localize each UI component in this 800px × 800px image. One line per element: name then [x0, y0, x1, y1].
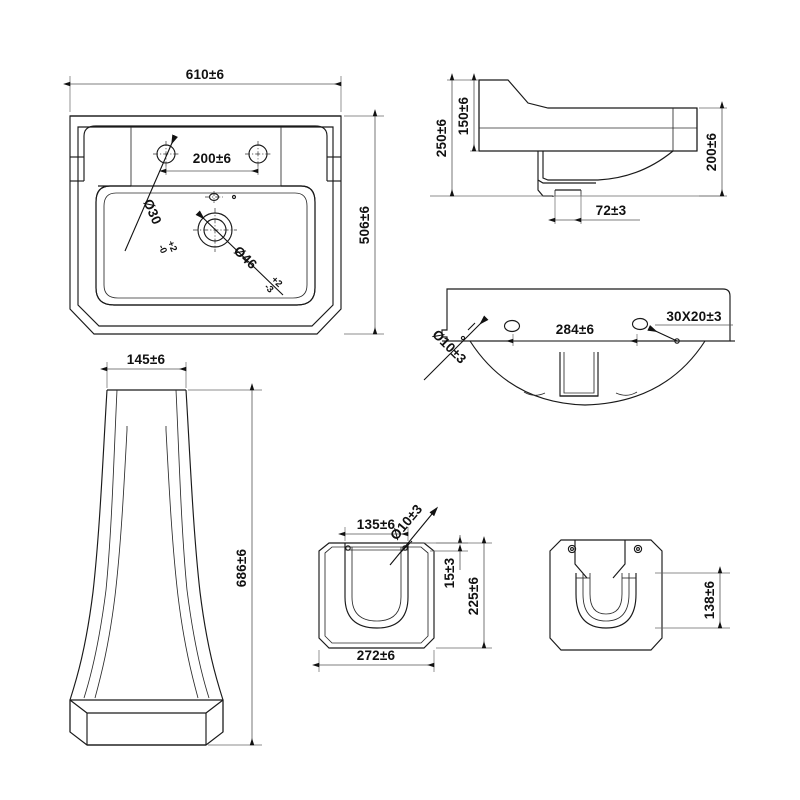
dia-10-front-label: Ø10±3	[429, 327, 469, 367]
pedestal-fix-right	[402, 545, 408, 551]
pedestal-section-uchannel	[575, 573, 637, 629]
basin-side-bowl	[537, 150, 674, 197]
dim-label-135: 135±6	[357, 517, 396, 532]
dim-label-15: 15±3	[442, 557, 457, 588]
basin-rim-outline	[77, 126, 334, 327]
dim-label-138: 138±6	[702, 580, 717, 619]
dim-label-150: 150±6	[456, 96, 471, 135]
pedestal-section-fix-left	[567, 544, 577, 554]
pedestal-plan-outer	[318, 542, 435, 649]
fixing-hole-right	[631, 317, 649, 331]
leader-waste-hole-dia46: Ø46 +2 -3	[195, 210, 284, 295]
basin-front-bowl-curve	[469, 340, 706, 406]
view-pedestal-section: 138±6	[549, 539, 730, 651]
dim-label-200h: 200±6	[704, 132, 719, 171]
slot-30x20-label: 30X20±3	[666, 309, 722, 324]
pedestal-base-plinth	[69, 699, 224, 746]
dim-pedestal-inner-135: 135±6	[338, 517, 409, 541]
view-pedestal-front: 145±6 686±6	[69, 352, 262, 746]
view-pedestal-plan: 135±6 Ø10±3 15±3 225±6	[312, 501, 492, 672]
dim-label-686: 686±6	[234, 548, 249, 587]
dim-pedestal-height-686: 686±6	[188, 383, 262, 746]
dim-label-284: 284±6	[556, 322, 595, 337]
basin-outer-outline	[69, 115, 342, 335]
view-basin-side: 250±6 150±6 200±6 72±3	[430, 73, 727, 224]
leader-front-dia10: Ø10±3	[423, 315, 489, 381]
dim-label-145: 145±6	[127, 352, 166, 367]
dim-height-250: 250±6	[434, 73, 477, 197]
dim-label-225: 225±6	[466, 576, 481, 615]
dia-46-label: Ø46	[231, 243, 260, 272]
basin-front-outlet	[559, 352, 599, 397]
dim-height-200: 200±6	[699, 101, 727, 197]
basin-backsplash	[70, 125, 341, 186]
overflow-hole	[205, 191, 237, 203]
view-basin-plan: 610±6 506±6 200±6 Ø30 +2 -0	[63, 67, 384, 335]
leader-pedestal-dia10: Ø10±3	[387, 501, 439, 566]
dim-outlet-72: 72±3	[548, 194, 640, 224]
pedestal-plan-ushape	[344, 543, 409, 629]
basin-side-profile	[478, 79, 698, 152]
fixing-point-right	[674, 338, 680, 344]
dim-tap-spacing-200: 200±6	[159, 151, 259, 175]
dim-fixing-centres-284: 284±6	[506, 322, 638, 346]
dim-pedestal-depth-225: 225±6	[436, 536, 492, 649]
dim-pedestal-top-145: 145±6	[100, 352, 187, 388]
pedestal-section-fix-right	[633, 544, 643, 554]
leader-slot-30x20: 30X20±3	[647, 309, 733, 342]
dim-height-150: 150±6	[456, 73, 479, 152]
fixing-hole-left	[503, 319, 521, 333]
dim-label-250: 250±6	[434, 118, 449, 157]
pedestal-section-outer	[549, 539, 663, 651]
pedestal-section-shoulders	[574, 540, 626, 579]
dia-30-tol-upper: +2	[165, 239, 179, 253]
dim-label-200: 200±6	[193, 151, 232, 166]
dim-pedestal-base-272: 272±6	[312, 648, 435, 672]
dim-overall-depth-506: 506±6	[344, 109, 384, 335]
fixing-point-left	[460, 335, 466, 341]
basin-bowl-opening	[95, 185, 316, 306]
view-basin-front: 284±6 Ø10±3 30X20±3	[423, 288, 735, 406]
dia-30-tol-lower: -0	[155, 243, 168, 255]
dia-30-label: Ø30	[140, 197, 164, 227]
dim-label-610: 610±6	[186, 67, 225, 82]
dim-label-272: 272±6	[357, 648, 396, 663]
pedestal-outline	[69, 389, 224, 732]
dim-label-72: 72±3	[596, 203, 627, 218]
dim-overall-width-610: 610±6	[63, 67, 342, 112]
dim-label-506: 506±6	[357, 205, 372, 244]
pedestal-fix-left	[345, 545, 351, 551]
dim-pedestal-recess-138: 138±6	[655, 566, 730, 629]
